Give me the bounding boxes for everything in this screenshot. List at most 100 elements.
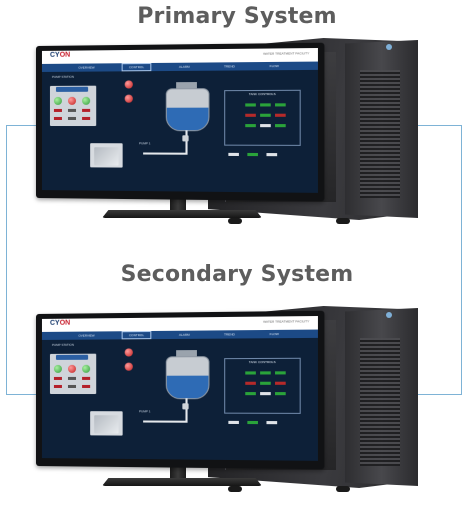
pump-stop-button[interactable] [53,376,62,380]
secondary-system-title: Secondary System [120,262,354,287]
tank-controls-panel: TANK CONTROLS [224,89,301,146]
power-led-icon [386,44,392,50]
status-red-icon [67,364,77,373]
tank-status-cell [245,392,256,396]
water-tank [165,356,210,400]
power-led-icon [386,312,392,318]
mode-button[interactable] [247,152,258,157]
cyron-logo: CYON [49,51,71,59]
tank-status-cell [245,103,256,107]
tank-status-cell [245,371,256,375]
tank-control-row [228,124,296,128]
pump-station-header [55,354,89,360]
pump-stop-button[interactable] [82,384,91,388]
tank-status-cell [275,392,286,396]
cyron-logo: CYON [49,319,71,327]
tank-status-cell [275,371,286,375]
pump-station-label: PUMP STATION [51,74,75,79]
pump-stop-button[interactable] [53,108,62,112]
mode-button[interactable] [228,152,239,157]
tank-status-cell [260,113,271,117]
monitor: CYON WATER TREATMENT FACILITY OVERVIEW C… [36,42,325,202]
mode-button[interactable] [228,420,239,425]
tank-controls-title: TANK CONTROLS [248,359,276,365]
tank-status-cell [260,381,271,385]
primary-system-title: Primary System [137,4,337,29]
nav-tab-flow[interactable]: FLOW [269,331,279,337]
mode-button[interactable] [266,421,278,425]
mode-bar [224,420,298,426]
tank-status-cell [260,124,271,128]
tank-status-cell [275,113,286,117]
tank-status-cell [245,381,256,385]
pump-stop-button[interactable] [53,116,62,120]
status-green-icon [53,96,62,105]
hmi-screen: CYON WATER TREATMENT FACILITY OVERVIEW C… [41,315,318,461]
tower-foot [228,486,242,492]
tank-controls-panel: TANK CONTROLS [224,357,301,414]
tank-control-row [228,113,296,118]
tank-status-cell [275,103,286,107]
mode-button[interactable] [266,153,278,157]
tank-status-cell [245,113,256,117]
nav-tab-overview[interactable]: OVERVIEW [78,333,95,338]
hmi-header: CYON WATER TREATMENT FACILITY [41,47,318,64]
nav-tab-flow[interactable]: FLOW [269,63,279,69]
nav-tab-control[interactable]: CONTROL [121,62,152,72]
status-green-icon [82,96,91,105]
tank-status-cell [275,124,286,128]
pump-stop-button[interactable] [82,108,91,112]
monitor-stand-base [102,478,262,486]
pump-mode-button[interactable] [67,376,77,380]
alarm-indicator-icon [124,362,133,371]
alarm-indicator-icon [124,348,133,357]
mode-bar [224,152,298,158]
monitor: CYON WATER TREATMENT FACILITY OVERVIEW C… [36,310,325,470]
pump-icon[interactable] [94,147,119,166]
tank-status-cell [260,371,271,375]
tank-control-row [228,392,296,396]
pump-stop-button[interactable] [82,376,91,380]
nav-tab-control[interactable]: CONTROL [121,330,152,340]
mode-button[interactable] [247,420,258,425]
hmi-screen: CYON WATER TREATMENT FACILITY OVERVIEW C… [41,47,318,193]
tank-status-cell [260,103,271,107]
pump-mode-button[interactable] [67,384,77,388]
pump-mode-button[interactable] [67,116,77,120]
hmi-tagline: WATER TREATMENT FACILITY [263,319,310,324]
secondary-system: CYON WATER TREATMENT FACILITY OVERVIEW C… [0,268,474,498]
valve-icon[interactable] [182,135,189,142]
alarm-indicator-icon [124,94,133,103]
nav-tab-alarm[interactable]: ALARM [178,64,190,69]
pump-mode-button[interactable] [67,108,77,112]
status-green-icon [53,364,62,373]
tower-foot [336,486,350,492]
nav-tab-trend[interactable]: TREND [223,332,235,337]
nav-tab-alarm[interactable]: ALARM [178,332,190,337]
tower-vent [360,338,400,466]
water-tank [165,88,210,132]
monitor-stand-base [102,210,262,218]
hmi-header: CYON WATER TREATMENT FACILITY [41,315,318,332]
pump-icon[interactable] [94,415,119,434]
pump-station-header [55,86,89,92]
tower-foot [336,218,350,224]
hmi-tagline: WATER TREATMENT FACILITY [263,51,310,56]
pump-station-label: PUMP STATION [51,342,75,347]
nav-tab-trend[interactable]: TREND [223,64,235,69]
valve-icon[interactable] [182,403,189,410]
tank-control-row [228,371,296,375]
status-red-icon [67,96,77,105]
nav-tab-overview[interactable]: OVERVIEW [78,65,95,70]
tank-status-cell [275,381,286,385]
pump-stop-button[interactable] [53,384,62,388]
tank-control-row [228,103,296,107]
tank-status-cell [245,124,256,128]
tank-status-cell [260,392,271,396]
tank-controls-title: TANK CONTROLS [248,91,276,97]
tower-vent [360,70,400,198]
pump-label: PUMP 1 [139,409,151,414]
pump-stop-button[interactable] [82,116,91,120]
tank-control-row [228,381,296,386]
pipe [143,152,188,155]
